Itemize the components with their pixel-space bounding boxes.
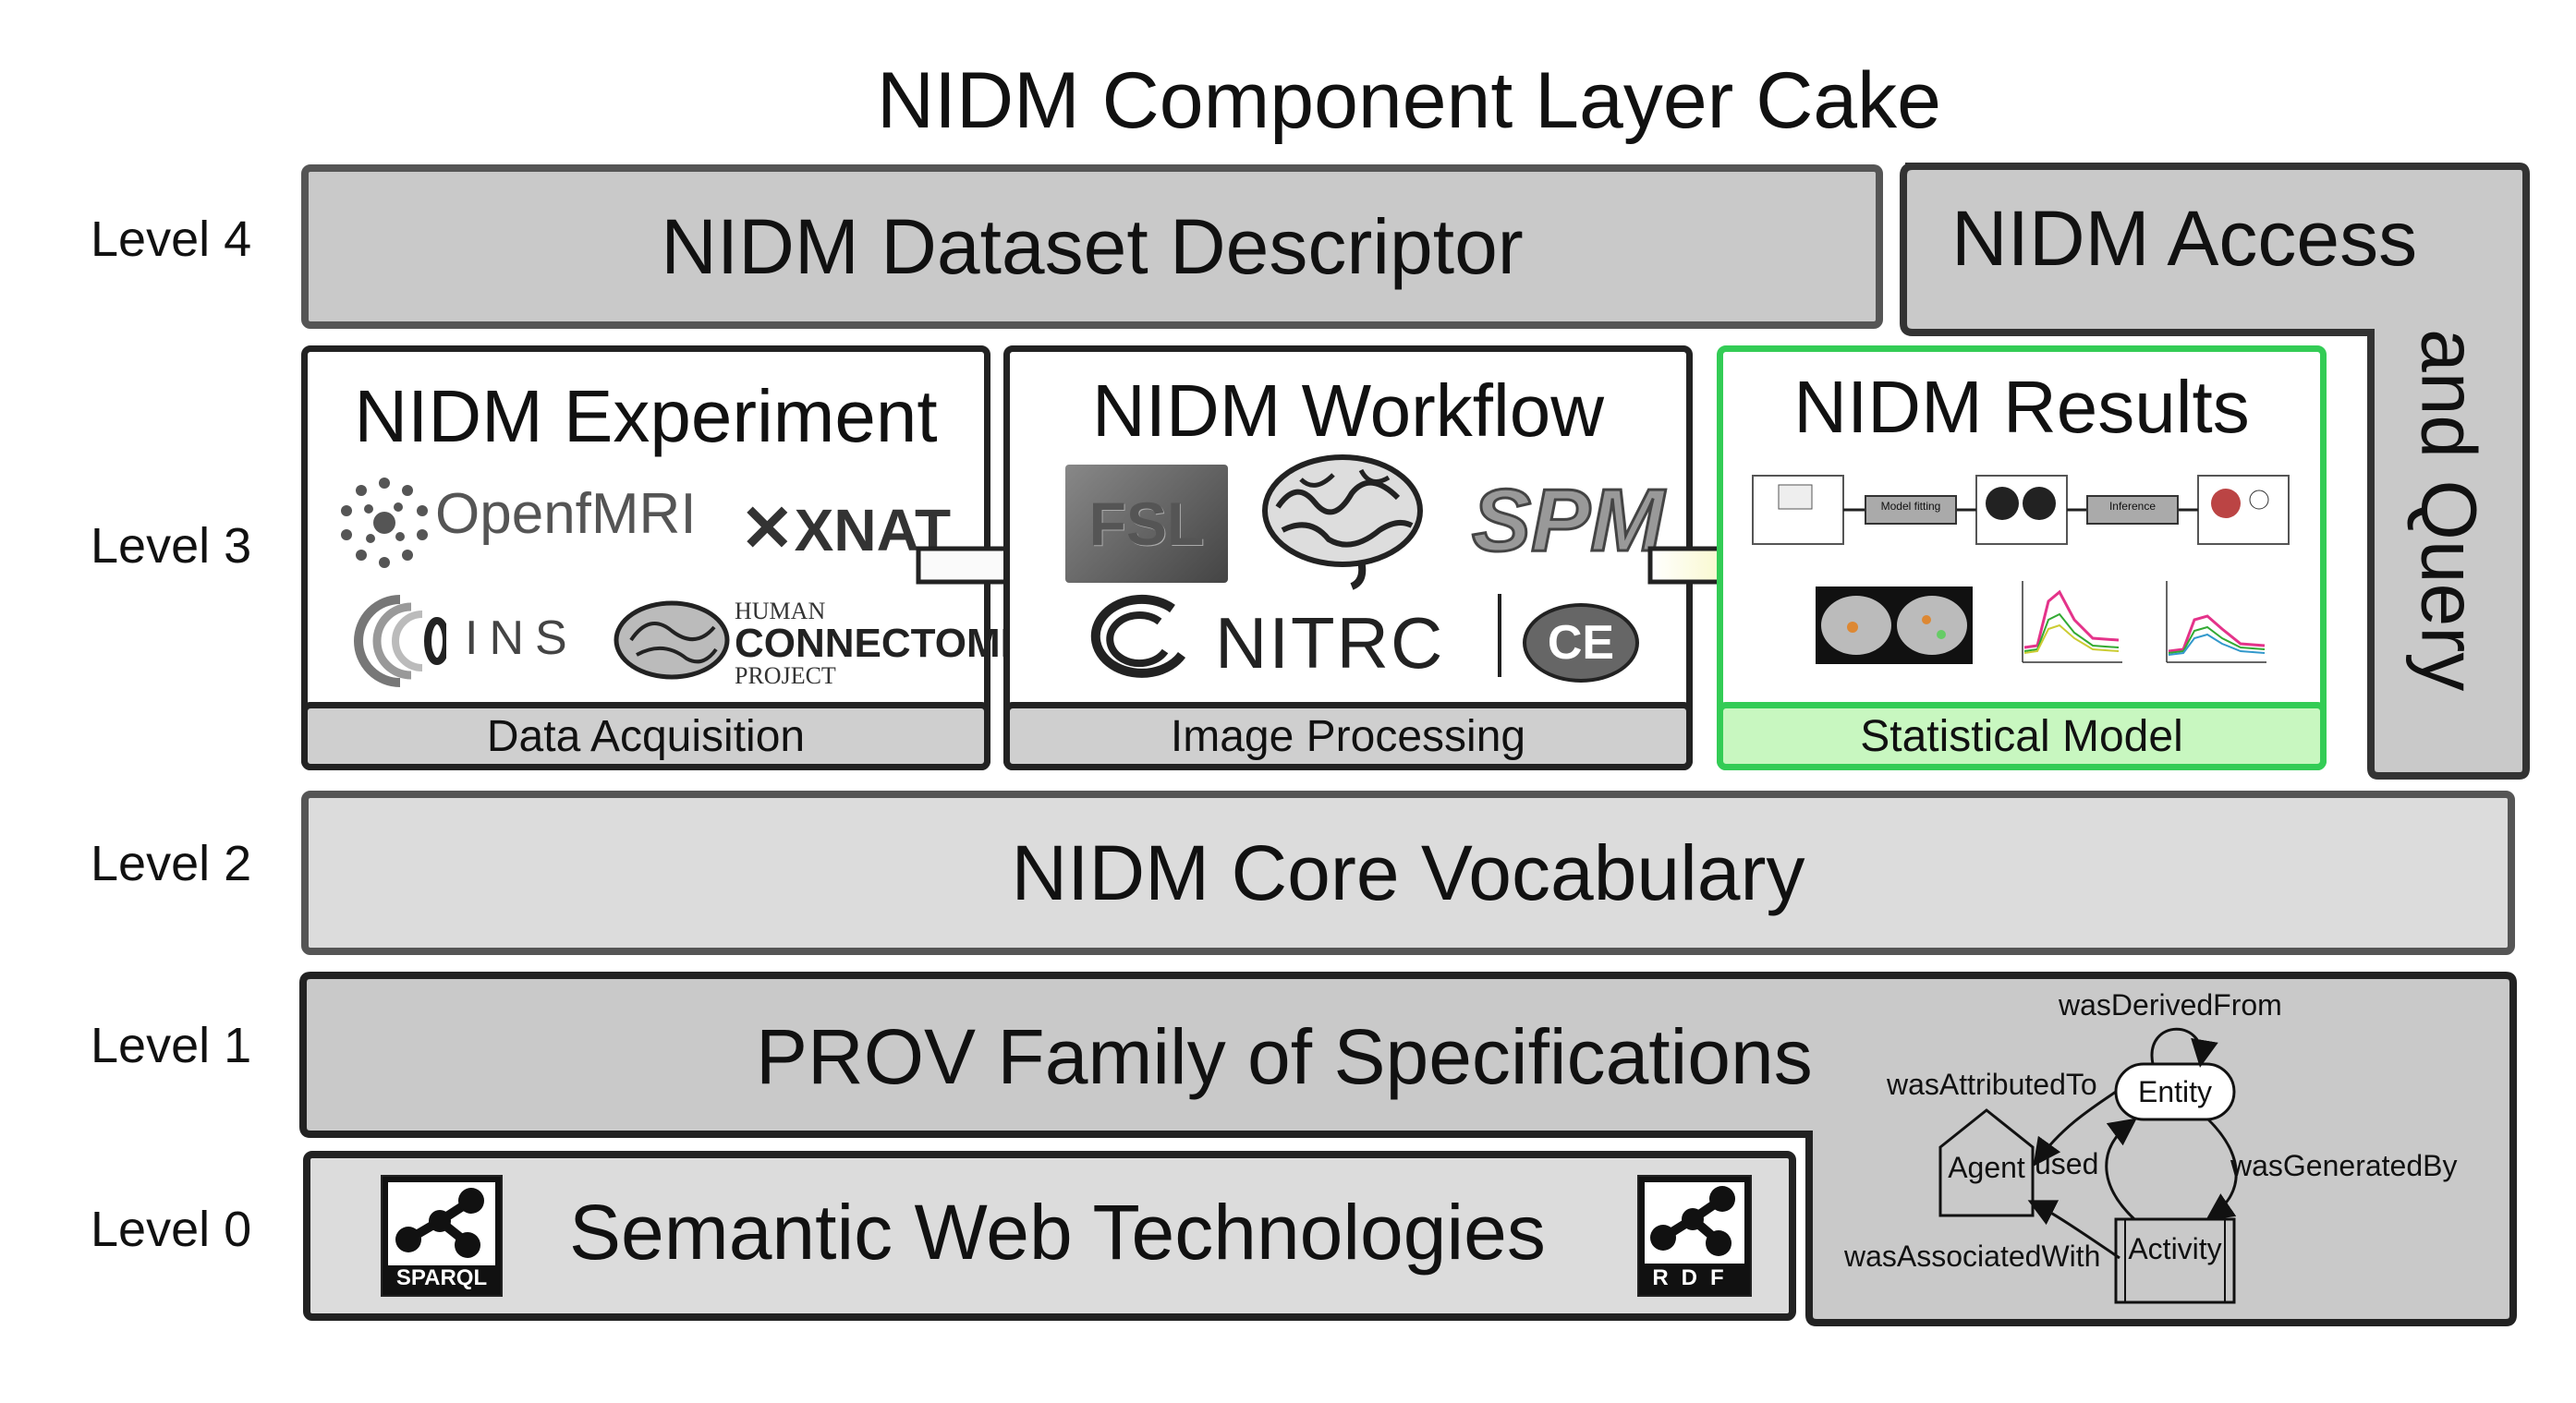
xnat-logo: ✕XNAT (740, 492, 952, 564)
pipeline-graphic (1752, 475, 2290, 545)
fsl-logo-text: FSL (1088, 490, 1205, 558)
access-title: NIDM Access (1951, 195, 2418, 282)
edge-used: used (2035, 1147, 2099, 1180)
level-1-label: Level 1 (91, 1018, 252, 1073)
spm-logo: SPM (1470, 470, 1665, 572)
results-panel: NIDM Results Model fitting Inference (1717, 345, 2327, 770)
image-processing-label: Image Processing (1170, 711, 1526, 761)
workflow-title: NIDM Workflow (1091, 369, 1605, 452)
brain-slices-image (1816, 587, 1973, 664)
semantic-web-layer: SPARQL Semantic Web Technologies RDF (303, 1151, 1796, 1321)
sparql-logo: SPARQL (381, 1175, 503, 1297)
level-2-label: Level 2 (91, 836, 252, 891)
prov-layer: PROV Family of Specifications (298, 972, 2517, 1326)
level-4-label: Level 4 (91, 212, 252, 267)
core-vocabulary-layer: NIDM Core Vocabulary (301, 791, 2515, 955)
edge-was-generated-by: wasGeneratedBy (2230, 1149, 2458, 1182)
semantic-web-label: Semantic Web Technologies (569, 1189, 1546, 1276)
agent-node (1938, 1108, 2035, 1217)
rdf-logo-icon (1639, 1177, 1750, 1295)
statistical-model-label: Statistical Model (1860, 711, 2183, 761)
ce-logo: CE (1523, 603, 1639, 683)
ce-logo-text: CE (1547, 616, 1615, 670)
nitrc-swirl-icon (1080, 590, 1191, 683)
ins-logo-text: INS (465, 611, 578, 665)
experiment-panel: NIDM Experiment OpenfMRI ✕XNAT INS (301, 345, 1027, 770)
access-query-shape (1900, 163, 2530, 780)
activity-label: Activity (2128, 1232, 2222, 1265)
statistical-model-footer: Statistical Model (1717, 702, 2327, 770)
openfmri-logo-text: OpenfMRI (435, 482, 697, 546)
data-acquisition-footer: Data Acquisition (301, 702, 990, 770)
rdf-logo-text: RDF (1652, 1265, 1737, 1290)
rdf-logo: RDF (1637, 1175, 1752, 1297)
activity-node (2114, 1217, 2236, 1304)
data-acquisition-label: Data Acquisition (486, 711, 806, 761)
connectome-logo-text: HUMAN CONNECTOME PROJECT (735, 599, 1027, 688)
openfmri-logo-icon (334, 472, 435, 574)
diagram-title: NIDM Component Layer Cake (877, 56, 1941, 145)
level-0-label: Level 0 (91, 1202, 252, 1257)
dataset-descriptor-layer: NIDM Dataset Descriptor (301, 164, 1883, 329)
edge-was-associated-with: wasAssociatedWith (1844, 1240, 2101, 1273)
pipeline-step-model-fitting: Model fitting (1880, 500, 1941, 513)
edge-was-attributed-to: wasAttributedTo (1887, 1068, 2097, 1101)
prov-core-graph (1938, 1027, 2238, 1304)
prov-family-label: PROV Family of Specifications (756, 1013, 1813, 1100)
image-processing-footer: Image Processing (1003, 702, 1693, 770)
pipeline-step-inference: Inference (2108, 500, 2157, 513)
edge-was-derived-from: wasDerivedFrom (2059, 988, 2282, 1022)
results-pipeline: Model fitting Inference (1751, 470, 2305, 550)
connectome-project: PROJECT (735, 662, 836, 689)
time-course-plots (2010, 574, 2287, 675)
prov-layer-shape (299, 972, 2517, 1326)
core-vocabulary-label: NIDM Core Vocabulary (1011, 828, 1805, 916)
connectome-human: HUMAN (735, 598, 826, 624)
experiment-title: NIDM Experiment (354, 375, 938, 457)
entity-label: Entity (2137, 1075, 2213, 1108)
sparql-logo-text: SPARQL (395, 1265, 488, 1290)
nitrc-logo-text: NITRC (1215, 602, 1445, 683)
sparql-logo-icon (383, 1177, 501, 1295)
results-title: NIDM Results (1793, 366, 2250, 448)
brain-icon (1259, 452, 1426, 590)
query-label-vertical: and Query (2405, 329, 2493, 692)
connectome-word: CONNECTOME (735, 621, 1027, 666)
connectome-brain-icon (613, 594, 731, 686)
fsl-logo: FSL (1065, 465, 1228, 583)
workflow-panel: NIDM Workflow FSL SPM NITRC CE Image Pro… (1003, 345, 1693, 770)
logo-divider (1498, 594, 1501, 677)
ins-logo-icon (345, 590, 450, 692)
prov-core-diagram: Entity Agent Activity wasDerivedFrom was… (1839, 981, 2504, 1323)
agent-label: Agent (1948, 1151, 2025, 1184)
level-3-label: Level 3 (91, 518, 252, 574)
access-query-layer: NIDM Access and Query (1896, 163, 2533, 780)
dataset-descriptor-label: NIDM Dataset Descriptor (661, 202, 1524, 290)
